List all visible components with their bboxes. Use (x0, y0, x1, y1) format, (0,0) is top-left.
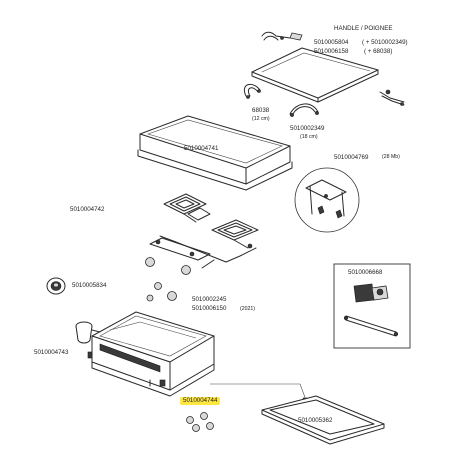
handle-68038-icon (244, 83, 261, 99)
label-5010004741: 5010004741 (184, 145, 219, 152)
drip-cup-icon (75, 321, 101, 344)
label-5010002349-size: (18 cm) (300, 134, 318, 140)
leader-arrow (210, 383, 307, 401)
label-5010004742: 5010004742 (70, 206, 105, 213)
plancha-plate-icon (137, 115, 293, 191)
label-handle-title: HANDLE / POIGNEE (334, 25, 393, 32)
label-5010006150: 5010006150 (192, 305, 227, 312)
label-5010006668: 5010006668 (348, 269, 383, 276)
side-handle-icon (379, 89, 405, 106)
handle-5010002349-icon (289, 103, 319, 117)
main-body-icon (87, 311, 215, 397)
label-5010004769: 5010004769 (334, 154, 369, 161)
burner-right-icon (211, 219, 259, 249)
feet-icon (186, 412, 214, 432)
label-5010005834: 5010005834 (72, 282, 107, 289)
label-5010006158: 5010006158 (314, 48, 349, 55)
knob-icon (145, 257, 191, 302)
gas-rail-icon (149, 207, 257, 269)
label-5010006158-alt: ( + 68038) (364, 48, 393, 55)
label-5010002245: 5010002245 (192, 296, 227, 303)
frame-icon (261, 395, 385, 445)
label-5010006150-note: (2021) (240, 306, 255, 312)
label-5010002349: 5010002349 (290, 125, 325, 132)
label-5010005362: 5010005362 (298, 417, 333, 424)
lid-plate-icon (251, 47, 379, 103)
inset-circle-5010004769 (294, 167, 360, 233)
label-68038: 68038 (252, 107, 270, 114)
label-5010004743: 5010004743 (34, 349, 69, 356)
label-5010005804: 5010005804 (314, 39, 349, 46)
label-5010004744: 5010004744 (180, 397, 221, 406)
label-68038-size: (12 cm) (252, 116, 270, 122)
igniter-icon (46, 277, 66, 295)
handle-part-icon (261, 31, 303, 41)
label-5010004769-note: (28 Mb) (382, 154, 400, 160)
label-5010005804-alt: ( + 5010002349) (362, 39, 408, 46)
inset-box-5010006668 (333, 263, 411, 349)
burner-left-icon (163, 193, 207, 223)
